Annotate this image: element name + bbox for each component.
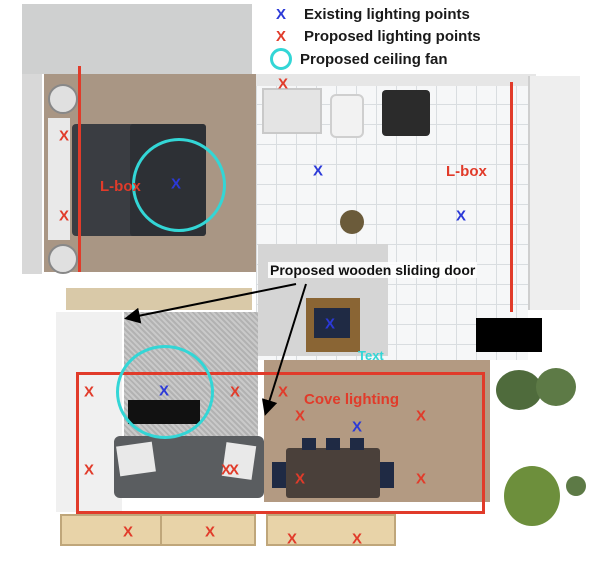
- proposed-light-living-2: X: [229, 383, 241, 401]
- proposed-light-dining-3: X: [415, 407, 427, 425]
- lbox-bedroom-label: L-box: [100, 178, 141, 195]
- proposed-light-dining-1: X: [277, 383, 289, 401]
- legend-existing: X Existing lighting points: [268, 6, 470, 23]
- legend-proposed-label: Proposed lighting points: [304, 28, 481, 45]
- plant-4: [566, 476, 586, 496]
- legend-proposed-symbol: X: [275, 28, 286, 45]
- lower-left-wall: [56, 312, 122, 512]
- cove-lighting-label: Cove lighting: [304, 391, 399, 408]
- dining-chair-1: [302, 438, 316, 450]
- ceiling-fan-living: [116, 345, 214, 439]
- arrow-to-center-door: [261, 283, 307, 416]
- dining-chair-3: [350, 438, 364, 450]
- proposed-light-drawer-2: X: [204, 523, 216, 541]
- ceiling-fan-bedroom: [132, 138, 226, 232]
- proposed-light-bed-1: X: [58, 127, 70, 145]
- proposed-light-bed-2: X: [58, 207, 70, 225]
- bed-headboard: [48, 118, 70, 240]
- dining-table: [286, 448, 380, 498]
- lbox-right-label: L-box: [446, 163, 487, 180]
- shelf-strip: [66, 288, 252, 310]
- entry-seat: [314, 308, 350, 338]
- existing-light-room-2: X: [455, 207, 467, 225]
- right-cabinets: [528, 76, 580, 310]
- proposed-light-dining-2: X: [294, 407, 306, 425]
- proposed-light-bath: X: [277, 75, 289, 93]
- legend-fan-icon: [268, 48, 294, 70]
- plant-2: [536, 368, 576, 406]
- dining-chair-5: [380, 462, 394, 488]
- proposed-light-dining-5: X: [415, 470, 427, 488]
- drawer-2: [160, 514, 256, 546]
- tv-unit: [476, 318, 542, 352]
- cove-lighting-rect: [76, 372, 485, 514]
- toilet: [330, 94, 364, 138]
- sink: [262, 88, 322, 134]
- arrow-to-left-door: [124, 283, 297, 324]
- existing-light-bedroom: X: [170, 175, 182, 193]
- proposed-light-living-3: X: [83, 461, 95, 479]
- proposed-light-living-4: X: [228, 461, 240, 479]
- existing-light-entry: X: [324, 315, 336, 333]
- small-plant: [340, 210, 364, 234]
- legend-proposed: X Proposed lighting points: [268, 28, 481, 45]
- armchair: [382, 90, 430, 136]
- left-wall: [22, 74, 42, 274]
- legend-fan: Proposed ceiling fan: [268, 48, 448, 70]
- dining-chair-4: [272, 462, 286, 488]
- legend-existing-label: Existing lighting points: [304, 6, 470, 23]
- plant-3: [504, 466, 560, 526]
- sliding-door-label: Proposed wooden sliding door: [268, 262, 478, 278]
- dining-chair-2: [326, 438, 340, 450]
- legend-existing-symbol: X: [275, 6, 286, 23]
- plant-1: [496, 370, 542, 410]
- proposed-light-dining-4: X: [294, 470, 306, 488]
- bedroom-nightstand-bottom: [48, 244, 78, 274]
- proposed-light-living-1: X: [83, 383, 95, 401]
- drawer-3: [266, 514, 396, 546]
- lbox-right-line: [510, 82, 513, 312]
- lbox-bedroom-line: [78, 66, 81, 272]
- legend-fan-label: Proposed ceiling fan: [300, 50, 448, 68]
- proposed-light-drawer-4: X: [351, 530, 363, 548]
- bedroom-nightstand-top: [48, 84, 78, 114]
- existing-light-room-1: X: [312, 162, 324, 180]
- text-label: Text: [358, 348, 384, 363]
- existing-light-dining: X: [351, 418, 363, 436]
- proposed-light-drawer-3: X: [286, 530, 298, 548]
- outer-wall: [22, 4, 252, 74]
- existing-light-living: X: [158, 382, 170, 400]
- bathroom-wall-top: [256, 74, 536, 86]
- proposed-light-entry: X: [220, 461, 232, 479]
- proposed-light-drawer-1: X: [122, 523, 134, 541]
